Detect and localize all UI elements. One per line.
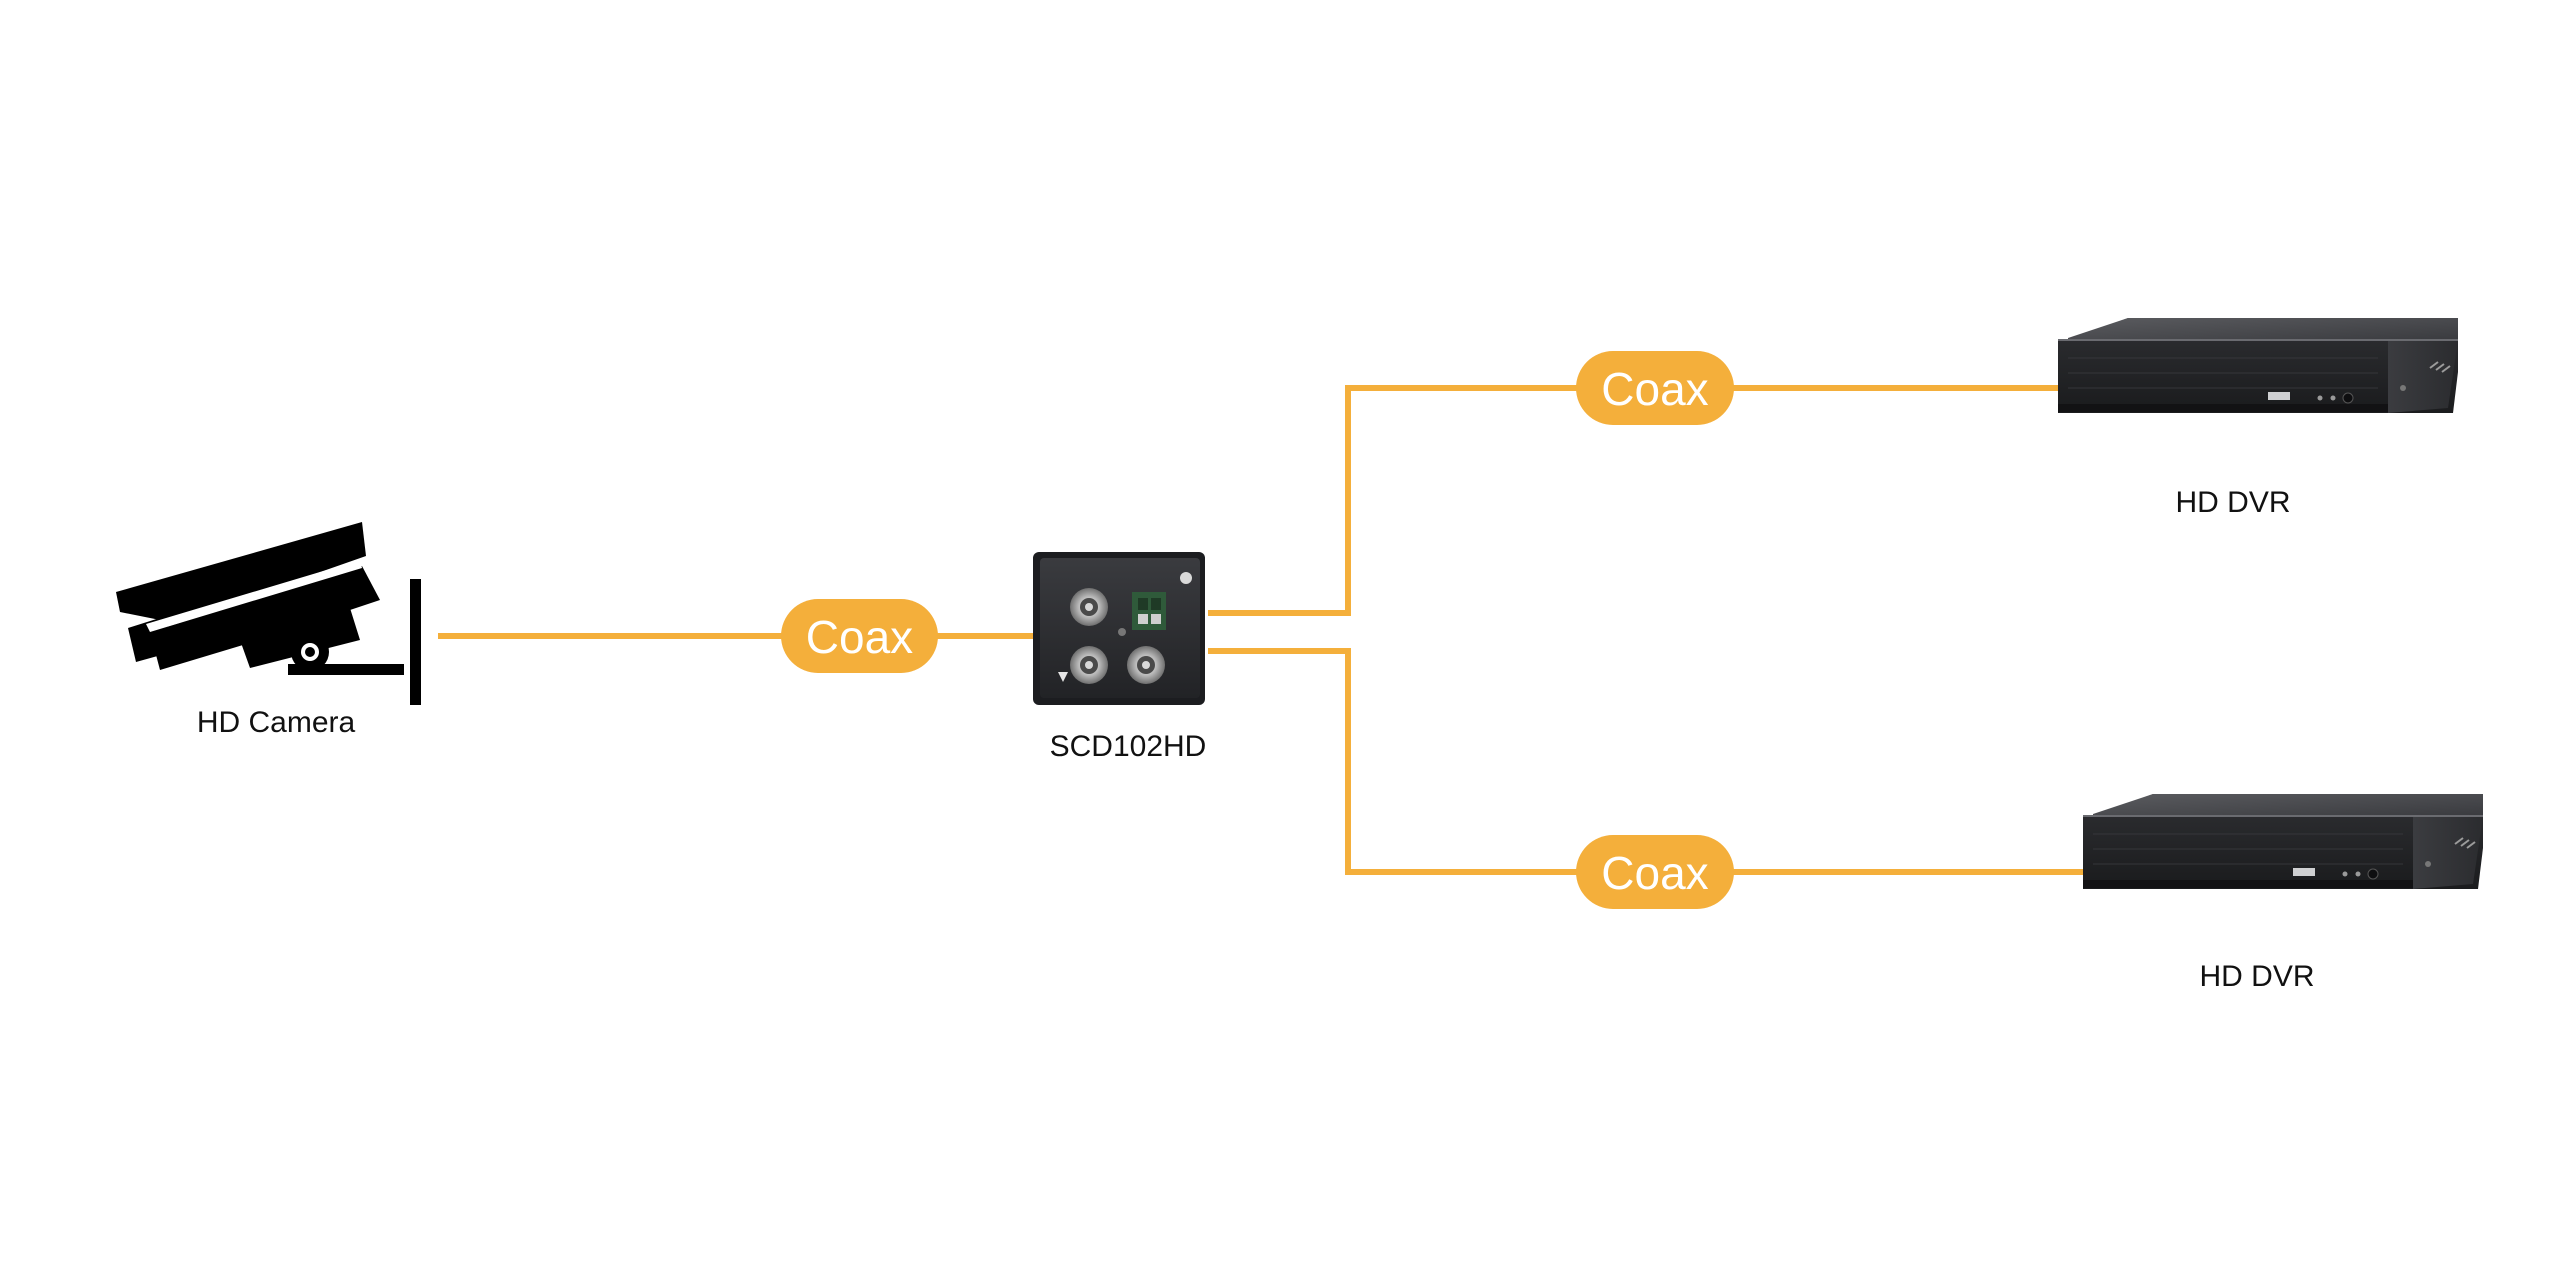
coax-badge-camera-link: Coax: [781, 599, 938, 673]
splitter-label: SCD102HD: [1050, 730, 1207, 763]
dvr-top-label: HD DVR: [2175, 486, 2290, 519]
coax-label: Coax: [1601, 363, 1708, 415]
coax-badge-top-link: Coax: [1576, 351, 1734, 425]
bnc-connector: [1070, 646, 1108, 684]
bnc-splitter-box: [1033, 552, 1205, 705]
cctv-camera-icon: [116, 522, 421, 705]
coax-badge-bottom-link: Coax: [1576, 835, 1734, 909]
coax-label: Coax: [806, 611, 913, 663]
bnc-connector: [1127, 646, 1165, 684]
bnc-connector: [1070, 588, 1108, 626]
dvr-recorder-bottom: [2082, 793, 2484, 890]
camera-label: HD Camera: [197, 706, 356, 739]
dvr-bottom-label: HD DVR: [2199, 960, 2314, 993]
coax-label: Coax: [1601, 847, 1708, 899]
dvr-recorder-top: [2057, 317, 2459, 414]
